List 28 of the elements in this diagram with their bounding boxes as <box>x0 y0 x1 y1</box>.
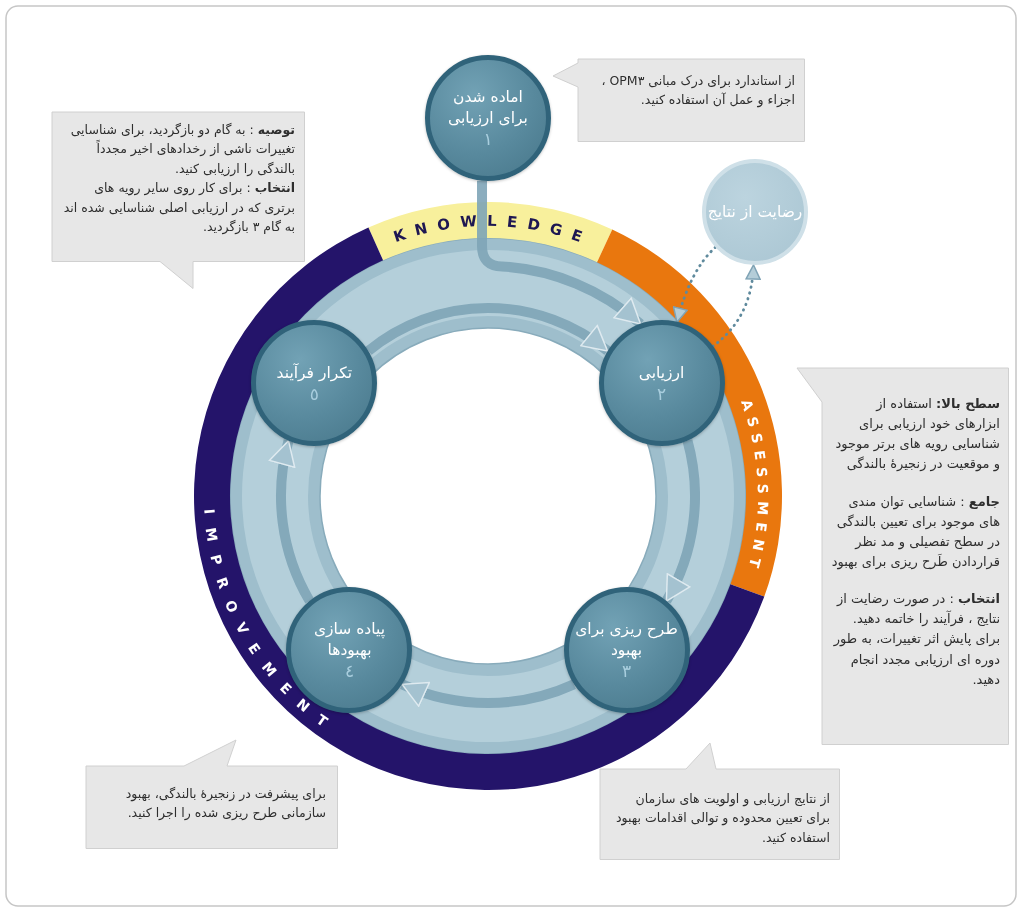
step-label: طرح ریزی برای بهبود <box>574 619 679 661</box>
step-number: ۱ <box>483 130 493 149</box>
flow-arrow <box>365 303 611 355</box>
callout-text: از نتایج ارزیابی و اولویت های سازمان برای تعیین محدوده و توالی اقدامات بهبود استفاده کنید. <box>615 790 830 847</box>
step-label: تکرار فرآیند <box>276 362 353 384</box>
callout-text: انتخاب : برای کار روی سایر رویه های برتری که در ارزیابی اصلی شناسایی شده اند به گام ۳ بازگردید. <box>62 179 295 237</box>
callout-bubble <box>52 112 305 289</box>
step-label: رضایت از نتایج <box>707 201 803 223</box>
callout-bubble <box>600 743 840 860</box>
callout-text: سطح بالا: استفاده از ابزارهای خود ارزیابی برای شناسایی رویه های برتر موجود و موقعیت در زنجیرۀ بالندگی <box>834 395 1000 474</box>
callout-bubble <box>86 740 338 849</box>
dotted-arrow <box>711 263 761 348</box>
step-number: ۲ <box>657 384 667 404</box>
callout-bubble <box>797 368 1009 745</box>
step-number: ۳ <box>621 661 632 681</box>
step-label: ارزیابی <box>638 362 685 384</box>
callout-bubble <box>553 59 805 142</box>
dotted-arrow <box>673 245 717 324</box>
flow-arrow <box>400 679 576 708</box>
step-number: ٤ <box>344 661 355 681</box>
callout-text: برای پیشرفت در زنجیرۀ بالندگی، بهبود سازمانی طرح ریزی شده را اجرا کنید. <box>124 785 326 823</box>
callout-text: جامع : شناسایی توان مندی های موجود برای تعیین بالندگی در سطح تفصیلی و مد نظر قراردادن طَرح ریزی برای بهبود <box>830 492 1000 572</box>
callout-text: انتخاب : در صورت رضایت از نتایج ، فرآیند را خاتمه دهید. برای پایش اثر تغییرات، به طور دوره ای ارزیابی مجدد انجام دهید. <box>832 590 1000 689</box>
step-number: ٥ <box>309 384 319 404</box>
step-label: اماده شدن برای ارزیابی <box>447 87 529 130</box>
callout-text: از استاندارد برای درک مبانی OPM۳ ، اجزاء و عمل آن استفاده کنید. <box>600 72 795 110</box>
flow-arrow <box>477 180 644 328</box>
callout-text: توصیه : به گام دو بازگردید، برای شناسایی تغییرات ناشی از رخدادهای اخیر مجدداً بالندگی را ارزیابی کنید. <box>69 121 295 178</box>
